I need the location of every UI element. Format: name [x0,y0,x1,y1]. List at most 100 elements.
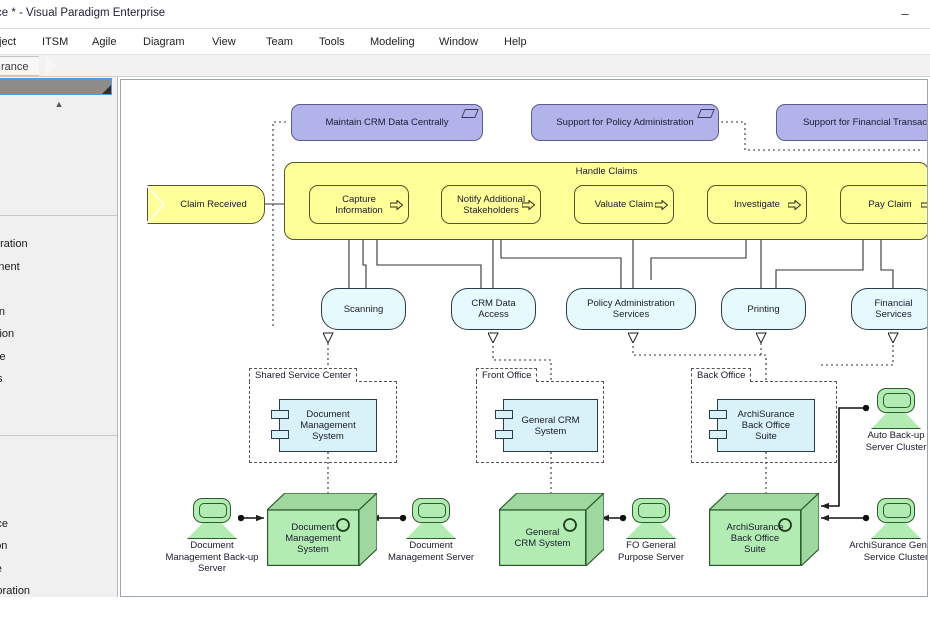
menu-item-help[interactable]: Help [504,36,527,48]
diagram-palette[interactable]: ▲ ▼ ss Objectctentationtion Collaboratio… [0,77,118,597]
device-document-management-server[interactable]: Document Management Server [388,498,474,563]
device-screen-icon [632,498,670,523]
device-screen-inner [418,503,446,518]
business-process-label: Notify Additional Stakeholders [456,193,526,216]
process-arrow-icon [920,200,927,210]
grouping-shared-service-center[interactable]: Shared Service Center [249,368,397,463]
business-process-capture-information[interactable]: Capture Information [309,185,409,224]
palette-item-entation[interactable]: entation [0,192,116,214]
palette-separator [0,215,117,216]
grouping-label: Front Office [476,368,538,382]
component-tab-icon [495,410,513,419]
device-label: Document Management Server [387,540,475,563]
device-label: Auto Back-up Server Cluster [865,430,927,453]
palette-item-tion-function[interactable]: tion Function [0,301,116,323]
device-stand-icon [871,522,921,539]
application-component-archisurance-back-office-suite[interactable]: ArchiSurance Back Office Suite [709,399,815,452]
process-arrow-icon [787,198,802,211]
menu-item-agile[interactable]: Agile [92,36,117,48]
business-process-pay-claim[interactable]: Pay Claim [840,185,927,224]
menu-item-window[interactable]: Window [439,36,479,48]
requirement-support-for-financial-transaction[interactable]: Support for Financial Transactio [776,104,927,141]
menu-item-itsm[interactable]: ITSM [42,36,69,48]
application-service-label: Scanning [343,303,384,315]
business-process-label: Valuate Claim [594,199,654,210]
palette-item-tion-component[interactable]: tion Component [0,261,20,273]
requirement-support-for-policy-administration[interactable]: Support for Policy Administration [531,104,719,141]
application-service-financial-services[interactable]: Financial Services [851,288,927,330]
palette-scroll-up-icon[interactable]: ▲ [54,99,64,109]
palette-item-logy-function[interactable]: logy Function [0,540,8,552]
application-service-printing[interactable]: Printing [721,288,806,330]
device-screen-inner [199,503,227,518]
device-document-management-back-up-server[interactable]: Document Management Back-up Server [166,498,258,574]
application-service-label: CRM Data Access [471,298,516,320]
business-event-label: Claim Received [180,199,247,210]
device-archisurance-general-service-cluster[interactable]: ArchiSurance General Service Cluster [849,498,927,563]
palette-item-tion-interface[interactable]: tion Interface [0,351,6,363]
palette-item-logy-interface[interactable]: logy Interface [0,518,9,530]
palette-item-ct[interactable]: ct [0,169,116,191]
application-component-document-management-system[interactable]: Document Management System [271,399,377,452]
component-tab-icon [709,430,727,439]
business-process-investigate[interactable]: Investigate [707,185,807,224]
device-screen-icon [877,388,915,413]
application-component-general-crm-system[interactable]: General CRM System [495,399,598,452]
component-tab-icon [271,410,289,419]
device-fo-general-purpose-server[interactable]: FO General Purpose Server [618,498,684,563]
business-process-label: Investigate [734,199,780,210]
palette-item-ss-object[interactable]: ss Object [0,123,116,145]
menu-item-modeling[interactable]: Modeling [370,36,415,48]
requirement-maintain-crm-data-centrally[interactable]: Maintain CRM Data Centrally [291,104,483,141]
technology-node-general-crm-system-node[interactable]: General CRM System [497,491,606,568]
palette-item-tion-collaboration[interactable]: tion Collaboration [0,238,28,250]
technology-node-label: ArchiSurance Back Office Suite [726,521,784,555]
menu-item-diagram[interactable]: Diagram [143,36,185,48]
component-tab-icon [709,410,727,419]
minimize-button[interactable]: – [901,6,909,21]
technology-node-archisurance-back-office-suite-node[interactable]: ArchiSurance Back Office Suite [707,491,821,568]
menu-item-ject[interactable]: ject [0,36,17,48]
device-screen-icon [193,498,231,523]
palette-item-logy-service[interactable]: logy Service [0,558,116,580]
component-tab-icon [271,430,289,439]
menu-item-tools[interactable]: Tools [319,36,345,48]
menu-bar: ject ITSM Agile Diagram View Team Tools Modelin… [0,29,930,55]
palette-item-software[interactable]: Software [0,490,116,512]
palette-item-bject[interactable]: bject [0,413,116,435]
grouping-label: Back Office [691,368,752,382]
application-service-crm-data-access[interactable]: CRM Data Access [451,288,536,330]
palette-item-tion-service[interactable]: tion Service [0,278,116,300]
application-component-label: ArchiSurance Back Office Suite [737,409,795,442]
breadcrumb: rance [0,55,930,77]
device-label: ArchiSurance General Service Cluster [849,540,928,563]
technology-node-label: General CRM System [514,527,571,549]
palette-separator [0,435,117,436]
technology-node-document-management-system-node[interactable]: Document Management System [265,491,379,568]
menu-item-team[interactable]: Team [266,36,293,48]
component-tab-icon [495,430,513,439]
device-screen-icon [412,498,450,523]
palette-item-tion-event[interactable]: tion Event [0,391,116,413]
technology-node-label: Document Management System [285,521,341,555]
application-service-scanning[interactable]: Scanning [321,288,406,330]
palette-item-tion-process[interactable]: tion Process [0,368,116,390]
palette-item-tion-interaction[interactable]: tion Interaction [0,328,15,340]
grouping-label: Shared Service Center [249,368,358,382]
window-title: ce * - Visual Paradigm Enterprise [0,7,166,19]
menu-item-view[interactable]: View [212,36,236,48]
business-event-claim-received[interactable]: Claim Received [147,185,265,224]
application-service-policy-administration-services[interactable]: Policy Administration Services [566,288,696,330]
device-auto-back-up-server-cluster[interactable]: Auto Back-up Server Cluster [866,388,926,453]
business-process-notify-additional-stakeholders[interactable]: Notify Additional Stakeholders [441,185,541,224]
device-screen-icon [877,498,915,523]
process-arrow-icon [654,198,669,211]
device-stand-icon [871,412,921,429]
business-process-valuate-claim[interactable]: Valuate Claim [574,185,674,224]
palette-header[interactable] [0,78,112,95]
application-service-label: Financial Services [874,298,913,320]
palette-item-logy-collaboration[interactable]: logy Collaboration [0,585,31,597]
breadcrumb-item-archisurance[interactable]: rance [0,56,39,76]
